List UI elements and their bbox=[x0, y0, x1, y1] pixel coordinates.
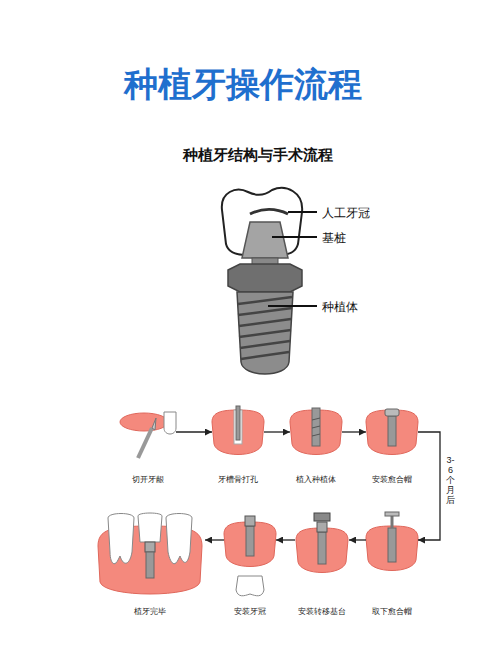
flow-arrow bbox=[349, 539, 366, 540]
step-caption: 植牙完毕 bbox=[134, 607, 166, 617]
flow-arrow bbox=[264, 431, 290, 432]
step-picture bbox=[246, 526, 254, 556]
part-label: 种植体 bbox=[322, 299, 358, 316]
step-picture bbox=[296, 513, 348, 573]
implant-figure bbox=[239, 330, 291, 337]
leader-line bbox=[272, 236, 317, 238]
process-step: 取下愈合帽 bbox=[366, 512, 418, 620]
step-picture bbox=[312, 408, 320, 446]
step-picture bbox=[164, 412, 176, 434]
process-step: 安装愈合帽 bbox=[366, 408, 418, 488]
step-picture bbox=[290, 408, 342, 455]
step-picture bbox=[212, 406, 264, 455]
step-picture bbox=[146, 552, 154, 578]
step-picture bbox=[236, 406, 240, 440]
step-picture bbox=[366, 526, 418, 571]
implant-figure bbox=[238, 297, 292, 304]
edge-label: 3-6个月后 bbox=[446, 456, 455, 505]
process-step: 切开牙龈 bbox=[120, 408, 176, 488]
step-picture bbox=[312, 418, 320, 420]
process-step: 牙槽骨打孔 bbox=[212, 408, 264, 488]
step-picture bbox=[385, 512, 399, 516]
step-picture bbox=[317, 522, 327, 532]
step-picture bbox=[388, 528, 396, 562]
step-picture bbox=[108, 514, 134, 564]
step-picture bbox=[318, 532, 326, 564]
step-caption: 取下愈合帽 bbox=[372, 607, 412, 617]
step-picture bbox=[98, 513, 202, 594]
step-picture bbox=[366, 512, 418, 571]
step-picture bbox=[138, 513, 162, 542]
step-picture bbox=[138, 428, 152, 458]
flow-arrow bbox=[342, 431, 366, 432]
part-label: 基桩 bbox=[322, 230, 346, 247]
step-picture bbox=[120, 413, 168, 431]
flow-arrow bbox=[176, 431, 212, 432]
flow-arrow bbox=[276, 539, 295, 540]
leader-line bbox=[268, 212, 317, 306]
process-step: 安装牙冠 bbox=[224, 512, 276, 620]
step-picture bbox=[366, 409, 418, 455]
step-picture bbox=[236, 576, 264, 596]
step-picture bbox=[166, 514, 192, 564]
implant-figure bbox=[238, 308, 292, 315]
implant-figure bbox=[242, 222, 288, 258]
step-caption: 安装牙冠 bbox=[234, 607, 266, 617]
page-title: 种植牙操作流程 bbox=[0, 62, 486, 108]
step-caption: 植入种植体 bbox=[296, 475, 336, 485]
step-picture bbox=[120, 412, 176, 458]
step-caption: 安装转移基台 bbox=[298, 607, 346, 617]
step-picture bbox=[312, 426, 320, 428]
flow-arrow bbox=[205, 539, 224, 540]
step-caption: 切开牙龈 bbox=[132, 475, 164, 485]
step-picture bbox=[296, 528, 348, 573]
subtitle: 种植牙结构与手术流程 bbox=[100, 146, 416, 165]
step-picture bbox=[224, 522, 276, 567]
step-picture bbox=[224, 516, 276, 596]
step-picture bbox=[245, 516, 255, 526]
step-picture bbox=[152, 418, 156, 430]
process-step: 植牙完毕 bbox=[95, 512, 205, 620]
leader-line bbox=[268, 305, 317, 307]
step-picture bbox=[312, 434, 320, 436]
process-step: 植入种植体 bbox=[290, 408, 342, 488]
implant-figure bbox=[240, 341, 290, 348]
implant-figure bbox=[237, 292, 293, 374]
process-step: 安装转移基台 bbox=[295, 512, 349, 620]
implant-figure bbox=[241, 352, 289, 359]
step-picture bbox=[385, 409, 399, 416]
step-caption: 安装愈合帽 bbox=[372, 475, 412, 485]
implant-figure bbox=[250, 210, 288, 215]
implant-figure bbox=[239, 319, 291, 326]
leader-line bbox=[288, 211, 317, 213]
step-picture bbox=[388, 416, 396, 446]
implant-figure bbox=[222, 188, 302, 374]
part-label: 人工牙冠 bbox=[322, 205, 370, 222]
step-picture bbox=[145, 542, 155, 552]
step-caption: 牙槽骨打孔 bbox=[218, 475, 258, 485]
step-picture bbox=[314, 513, 330, 521]
flow-arrow bbox=[418, 432, 440, 540]
step-picture bbox=[366, 410, 418, 455]
implant-figure bbox=[228, 264, 302, 292]
